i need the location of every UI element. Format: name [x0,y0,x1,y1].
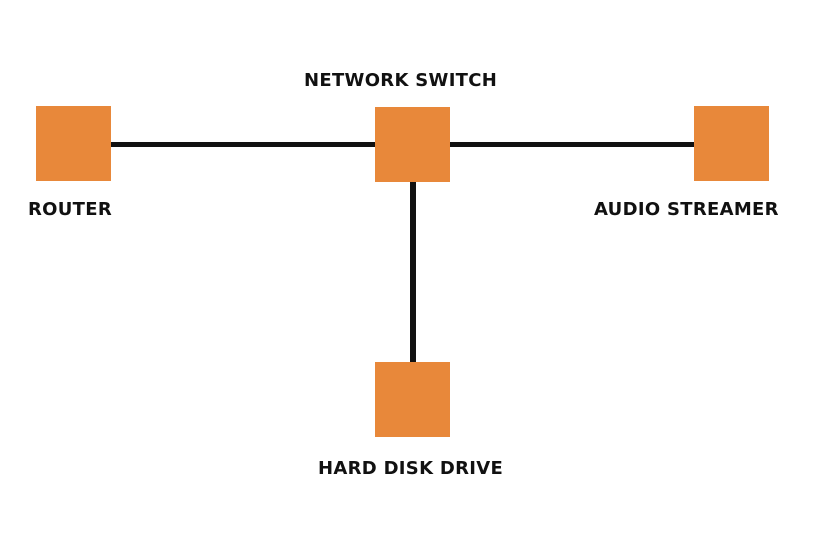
hard-disk-drive-node [375,362,450,437]
link-router-to-switch [110,142,378,147]
router-label: ROUTER [28,199,113,220]
link-switch-to-hard-disk-drive [410,182,416,364]
audio-streamer-node [694,106,769,181]
audio-streamer-label: AUDIO STREAMER [594,199,779,220]
link-switch-to-audio-streamer [450,142,700,147]
hard-disk-drive-label: HARD DISK DRIVE [318,458,504,479]
router-node [36,106,111,181]
network-switch-node [375,107,450,182]
network-switch-label: NETWORK SWITCH [304,70,498,91]
